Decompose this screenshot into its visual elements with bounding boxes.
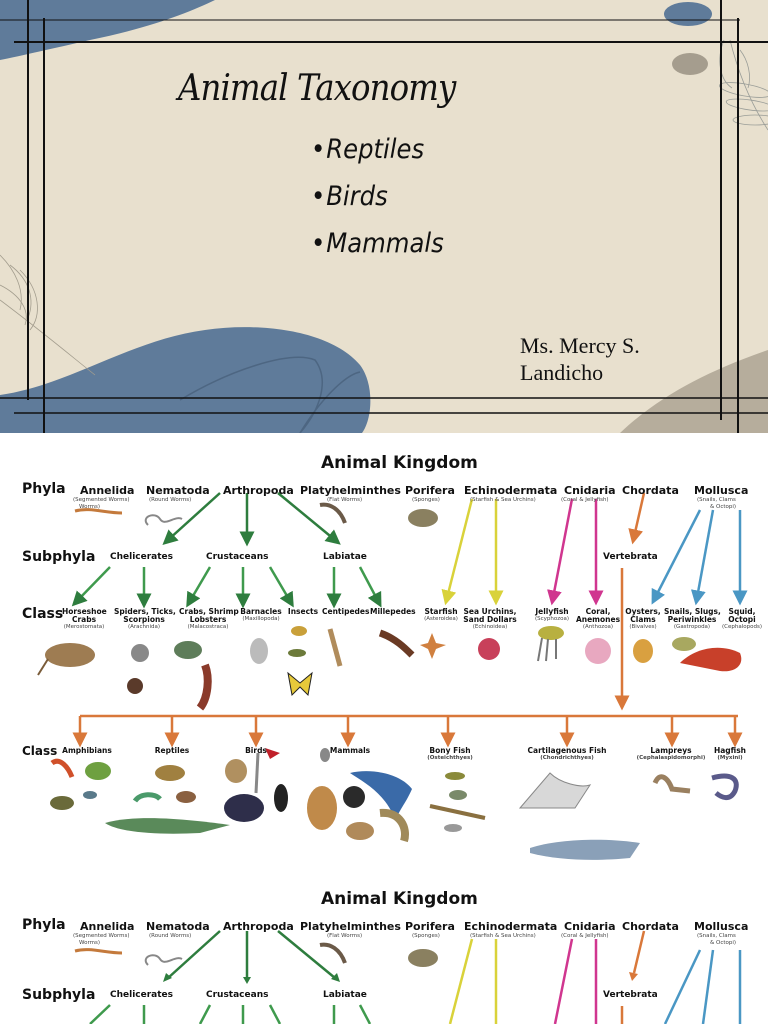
topic-list: •Reptiles •Birds •Mammals bbox=[311, 130, 459, 271]
class-bivalves: Oysters,Clams(Bivalves) bbox=[625, 607, 661, 631]
class-birds: Birds bbox=[245, 746, 267, 755]
rank-label-phyla: Phyla bbox=[22, 481, 66, 497]
class-anthozoa: Coral,Anemones(Anthozoa) bbox=[575, 607, 621, 631]
class-amphibians: Amphibians bbox=[62, 746, 112, 755]
topic-item: •Mammals bbox=[311, 228, 444, 259]
phylum-cnidaria: Cnidaria bbox=[564, 484, 616, 497]
rank-label-subphyla: Subphyla bbox=[22, 549, 96, 565]
rank-label-phyla: Phyla bbox=[22, 917, 66, 933]
class-millepedes: Millepedes bbox=[370, 607, 416, 616]
subphylum-crustaceans: Crustaceans bbox=[206, 552, 269, 562]
phylum-arthropoda: Arthropoda bbox=[223, 484, 294, 497]
class-centipedes: Centipedes bbox=[322, 607, 370, 616]
class-starfish: Starfish(Asteroidea) bbox=[424, 607, 458, 623]
class-mammals: Mammals bbox=[329, 746, 371, 755]
author-name: Ms. Mercy S. Landicho bbox=[520, 333, 640, 385]
phylum-porifera: Porifera bbox=[405, 484, 455, 497]
title-slide: Animal Taxonomy •Reptiles •Birds •Mammal… bbox=[0, 0, 768, 433]
class-bony-fish: Bony Fish(Osteichthyes) bbox=[427, 746, 473, 762]
animal-kingdom-diagram: Animal Kingdom Phyla Subphyla Class Clas… bbox=[0, 433, 768, 873]
animal-illustrations bbox=[37, 502, 742, 860]
class-lampreys: Lampreys(Cephalaspidomorphi) bbox=[636, 746, 706, 762]
rank-label-class: Class bbox=[22, 606, 64, 622]
phylum-mollusca: Mollusca bbox=[694, 484, 749, 497]
animal-kingdom-diagram-repeat: Animal Kingdom Phyla Subphyla Annelida (… bbox=[0, 873, 768, 1024]
phylum-chordata: Chordata bbox=[622, 484, 679, 497]
phylum-annelida: Annelida bbox=[80, 484, 135, 497]
class-echinoidea: Sea Urchins,Sand Dollars(Echinoidea) bbox=[463, 607, 517, 631]
blue-dot-decoration bbox=[664, 2, 712, 26]
rank-label-class-vertebrates: Class bbox=[22, 744, 58, 758]
topic-item: •Reptiles bbox=[311, 134, 425, 165]
phylum-echinodermata: Echinodermata bbox=[464, 484, 558, 497]
subphylum-chelicerates: Chelicerates bbox=[110, 552, 173, 562]
class-cephalopods: Squid,Octopi(Cephalopods) bbox=[722, 607, 762, 631]
class-gastropoda: Snails, Slugs,Periwinkles(Gastropoda) bbox=[664, 607, 721, 631]
rank-label-subphyla: Subphyla bbox=[22, 987, 96, 1003]
class-reptiles: Reptiles bbox=[154, 746, 190, 755]
phylum-nematoda: Nematoda bbox=[146, 484, 210, 497]
class-arachnida: Spiders, Ticks,Scorpions(Arachnida) bbox=[114, 607, 176, 631]
taupe-dot-decoration bbox=[672, 53, 708, 75]
diagram-heading: Animal Kingdom bbox=[321, 889, 478, 909]
class-jellyfish: Jellyfish(Scyphozoa) bbox=[534, 607, 570, 623]
diagram-heading: Animal Kingdom bbox=[321, 453, 478, 473]
subphylum-vertebrata: Vertebrata bbox=[603, 552, 658, 562]
diagram-arrows bbox=[37, 492, 748, 860]
slide-decoration bbox=[0, 0, 768, 433]
class-hagfish: Hagfish(Myxini) bbox=[713, 746, 747, 762]
subphylum-labiatae: Labiatae bbox=[323, 552, 367, 562]
class-cartilagenous-fish: Cartilagenous Fish(Chondrichthyes) bbox=[527, 746, 607, 762]
class-barnacles: Barnacles(Maxillopoda) bbox=[240, 607, 282, 623]
slide-title: Animal Taxonomy bbox=[178, 68, 456, 109]
phylum-platyhelminthes: Platyhelminthes bbox=[300, 484, 401, 497]
class-insects: Insects bbox=[287, 607, 319, 616]
diagram-arrows-repeat bbox=[74, 930, 742, 1024]
topic-item: •Birds bbox=[311, 181, 388, 212]
